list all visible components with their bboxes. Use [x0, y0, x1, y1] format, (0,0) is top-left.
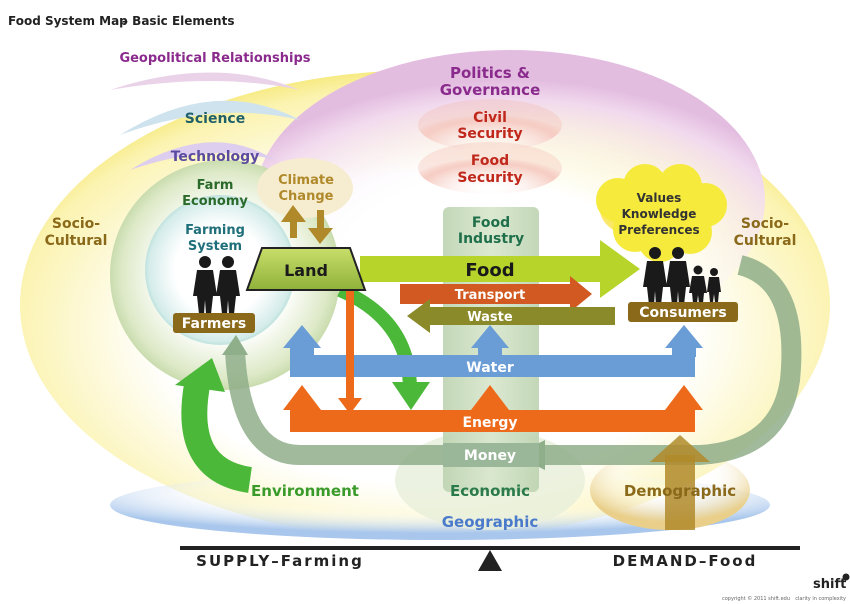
climate-glow	[257, 158, 353, 218]
energy-flow-label: Energy	[462, 415, 517, 431]
waste-arrow-head	[407, 299, 430, 333]
water-arrow-industry	[471, 325, 509, 348]
farmers-plate	[173, 313, 255, 333]
money-farmers-head	[222, 335, 248, 355]
food-industry-label-1: Food	[472, 215, 510, 231]
economic-label: Economic	[450, 482, 530, 500]
demand-label: DEMAND–Food	[613, 552, 758, 570]
farming-system-label-1: Farming	[185, 223, 245, 238]
civil-label-1: Civil	[473, 110, 507, 126]
brand-tagline: clarity in complexity	[795, 596, 846, 602]
consumers-icon	[643, 247, 721, 305]
food-industry-label-2: Industry	[458, 231, 524, 247]
energy-arrow-farmers	[283, 385, 321, 410]
politics-label-1: Politics &	[450, 64, 530, 82]
geopolitical-label: Geopolitical Relationships	[119, 51, 310, 66]
balance-fulcrum	[478, 550, 502, 571]
supply-label: SUPPLY–Farming	[196, 552, 364, 570]
waste-arrow-shaft	[425, 307, 615, 325]
page-subtitle: – Basic Elements	[122, 14, 234, 28]
socio-cultural-right-1: Socio-	[741, 216, 789, 232]
climate-arrow-up	[281, 205, 306, 222]
food-arrow-shaft	[360, 256, 610, 282]
land-label: Land	[284, 261, 328, 280]
farmers-icon	[193, 256, 240, 314]
water-bar	[290, 355, 695, 377]
waste-flow-label: Waste	[467, 310, 513, 325]
farming-system-label-2: System	[188, 239, 242, 254]
demographic-arrow-head	[650, 435, 710, 462]
money-to-farmers	[225, 349, 515, 465]
technology-label: Technology	[171, 149, 260, 165]
farm-economy-label-1: Farm	[197, 178, 234, 193]
climate-arrow-down	[308, 228, 333, 244]
land-environment-arrow-head	[392, 382, 430, 410]
socio-cultural-left-2: Cultural	[45, 233, 108, 249]
socio-cultural-left-1: Socio-	[52, 216, 100, 232]
land-block	[245, 247, 367, 291]
geographic-label: Geographic	[442, 513, 539, 531]
water-arrow-consumers	[665, 325, 703, 348]
demographic-arrow-shaft	[665, 455, 695, 530]
money-flow-label: Money	[464, 448, 516, 464]
environment-label: Environment	[251, 482, 359, 500]
transport-arrow-shaft	[400, 284, 575, 304]
climate-label-1: Climate	[278, 173, 334, 188]
balance-beam	[180, 546, 800, 550]
land-energy-head	[338, 398, 362, 414]
food-arrow-head	[600, 240, 640, 298]
science-arc	[120, 100, 300, 135]
demographic-label: Demographic	[624, 482, 736, 500]
water-flow-label: Water	[466, 360, 514, 376]
energy-bar	[290, 410, 695, 432]
page-title: Food System Map	[8, 14, 128, 28]
consumers-label: Consumers	[639, 305, 726, 321]
consumers-plate	[628, 302, 738, 322]
money-loop	[540, 255, 802, 465]
values-label-2: Knowledge	[622, 207, 697, 221]
politics-label-2: Governance	[440, 81, 541, 99]
values-label-1: Values	[637, 191, 682, 205]
socio-cultural-right-2: Cultural	[734, 233, 797, 249]
food-security-arc	[418, 142, 562, 194]
science-label: Science	[185, 111, 245, 127]
energy-arrow-industry	[471, 385, 509, 410]
values-cloud	[596, 164, 727, 262]
water-arrow-farmers	[283, 325, 321, 348]
civil-security-arc	[418, 99, 562, 151]
land-energy-line	[346, 290, 354, 400]
technology-arc	[130, 142, 275, 170]
food-flow-label: Food	[465, 260, 514, 281]
transport-arrow-head	[570, 276, 592, 312]
civil-label-2: Security	[457, 126, 522, 142]
transport-flow-label: Transport	[455, 288, 525, 303]
energy-arrow-consumers	[665, 385, 703, 410]
geopolitical-arc	[110, 72, 300, 90]
farmers-label: Farmers	[182, 316, 246, 332]
farm-economy-label-2: Economy	[182, 194, 248, 209]
environment-arrow-head	[175, 358, 225, 392]
climate-label-2: Change	[279, 189, 334, 204]
shift-logo: shift	[813, 577, 846, 592]
environment-arrow	[181, 377, 253, 493]
values-label-3: Preferences	[618, 223, 699, 237]
shift-logo-mark-icon	[842, 573, 850, 581]
money-bar	[443, 443, 539, 467]
food-security-label-2: Security	[457, 170, 522, 186]
copyright-text: copyright © 2011 shift.edu	[722, 595, 790, 602]
food-security-label-1: Food	[471, 153, 509, 169]
